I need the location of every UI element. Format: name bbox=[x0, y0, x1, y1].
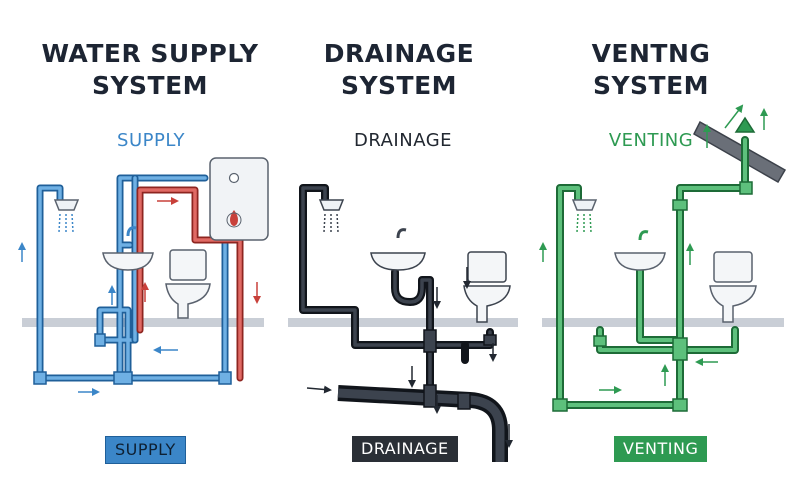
supply-system bbox=[18, 157, 269, 396]
sink-icon bbox=[370, 228, 426, 271]
venting-title-line1: VENTNG bbox=[591, 39, 711, 68]
toilet-icon bbox=[709, 251, 757, 323]
drainage-title-line1: DRAINAGE bbox=[323, 39, 475, 68]
sink-icon bbox=[102, 226, 154, 271]
vent-cap-icon bbox=[734, 116, 756, 133]
drainage-title-line2: SYSTEM bbox=[340, 71, 458, 100]
shower-head-icon bbox=[318, 199, 345, 233]
drainage-label: DRAINAGE bbox=[353, 130, 453, 151]
flow-arrow-icon bbox=[539, 104, 768, 394]
supply-title: WATER SUPPLY SYSTEM bbox=[20, 38, 280, 102]
drainage-badge: DRAINAGE bbox=[352, 436, 458, 462]
shower-head-icon bbox=[53, 199, 80, 233]
supply-title-line1: WATER SUPPLY bbox=[41, 39, 259, 68]
flow-arrow-icon bbox=[306, 267, 513, 448]
venting-title: VENTNG SYSTEM bbox=[521, 38, 781, 102]
toilet-icon bbox=[463, 251, 511, 323]
drainage-floor-slab bbox=[288, 318, 518, 327]
drainage-title: DRAINAGE SYSTEM bbox=[269, 38, 529, 102]
venting-title-line2: SYSTEM bbox=[592, 71, 710, 100]
venting-system bbox=[539, 104, 787, 412]
sink-icon bbox=[614, 230, 666, 271]
venting-label: VENTING bbox=[608, 130, 694, 151]
flow-arrow-icon bbox=[18, 197, 261, 396]
supply-badge: SUPPLY bbox=[105, 436, 186, 464]
drainage-system bbox=[288, 184, 518, 462]
water-heater-icon bbox=[209, 157, 269, 241]
supply-title-line2: SYSTEM bbox=[91, 71, 209, 100]
venting-floor-slab bbox=[542, 318, 784, 327]
supply-label: SUPPLY bbox=[117, 130, 185, 151]
shower-head-icon bbox=[571, 199, 598, 233]
toilet-icon bbox=[165, 249, 211, 319]
vent-toilet-branch bbox=[676, 326, 739, 354]
venting-badge: VENTING bbox=[614, 436, 708, 462]
roof-beam bbox=[693, 120, 787, 184]
